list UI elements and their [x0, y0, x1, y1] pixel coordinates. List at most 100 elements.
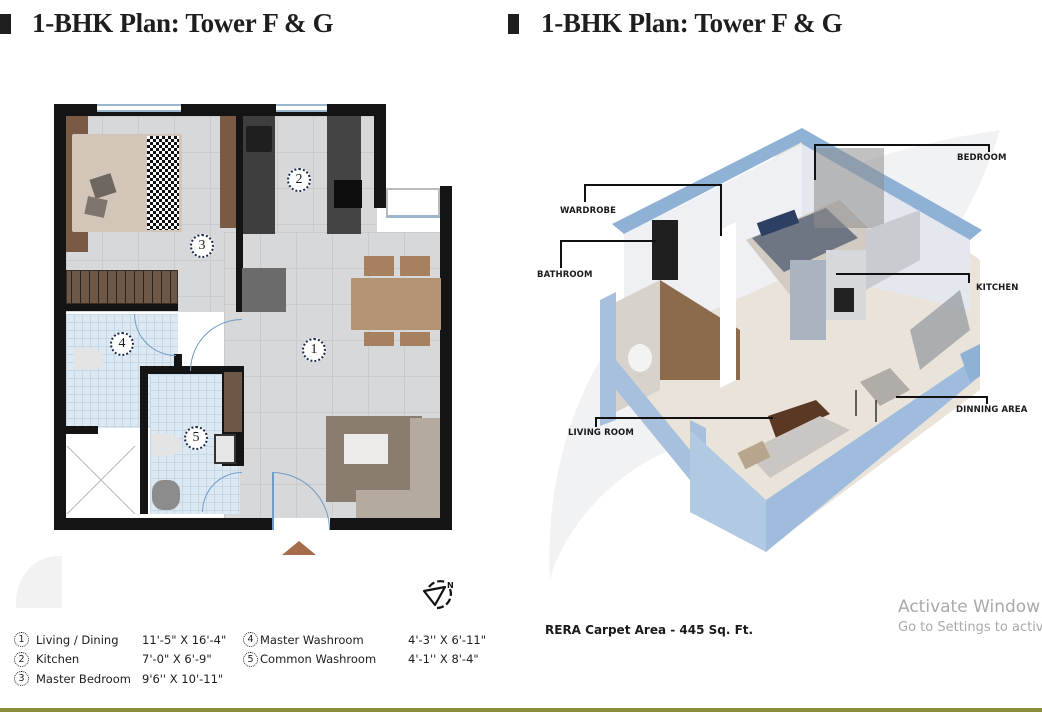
wall [374, 104, 386, 208]
svg-text:N: N [447, 581, 454, 590]
sofa [356, 490, 440, 518]
decorative-leaf [16, 556, 62, 608]
washing-machine [152, 480, 180, 510]
tv-unit [66, 270, 178, 304]
wall [140, 366, 224, 374]
3d-isometric-view: BEDROOM WARDROBE BATHROOM KITCHEN LIVING… [537, 120, 1040, 590]
window [276, 104, 327, 112]
title-marker [0, 13, 11, 34]
legend-number: 5 [243, 651, 258, 667]
watermark-line-2: Go to Settings to activ [898, 620, 1042, 635]
callout-line [595, 417, 597, 427]
legend-room-name: Master Bedroom [36, 671, 131, 686]
window [97, 104, 181, 112]
floor-plan: 1 2 3 4 5 [54, 104, 452, 530]
room-number-3: 3 [190, 234, 214, 258]
callout-kitchen: KITCHEN [976, 283, 1019, 293]
callout-living-room: LIVING ROOM [568, 428, 634, 438]
legend-room-size: 7'-0" X 6'-9" [142, 652, 212, 667]
legend-row: 3 Master Bedroom 9'6'' X 10'-11" [14, 669, 226, 689]
room-legend-left: 1 Living / Dining 11'-5" X 16'-4" 2 Kitc… [14, 630, 226, 689]
north-compass-icon: N [422, 580, 454, 610]
callout-bedroom: BEDROOM [957, 153, 1007, 163]
sink [246, 126, 272, 152]
room-number-4: 4 [110, 332, 134, 356]
wall [66, 304, 178, 311]
room-number-5: 5 [184, 426, 208, 450]
room-number-2: 2 [287, 168, 311, 192]
rera-carpet-area: RERA Carpet Area - 445 Sq. Ft. [545, 623, 754, 637]
callout-line [595, 417, 773, 419]
title-right: 1-BHK Plan: Tower F & G [508, 8, 843, 39]
wall [54, 518, 272, 530]
dining-table [351, 278, 441, 330]
legend-room-name: Common Washroom [260, 652, 377, 667]
legend-room-name: Living / Dining [36, 632, 119, 647]
legend-room-size: 11'-5" X 16'-4" [142, 632, 227, 647]
title-left: 1-BHK Plan: Tower F & G [0, 8, 334, 39]
callout-bathroom: BATHROOM [537, 270, 593, 280]
pillow [84, 196, 108, 218]
dining-chair [400, 256, 430, 276]
hob [334, 180, 362, 208]
callout-line [584, 184, 722, 186]
plan-title: 1-BHK Plan: Tower F & G [32, 8, 334, 38]
legend-room-size: 4'-1'' X 8'-4" [408, 652, 479, 667]
vanity [224, 372, 242, 432]
washbasin [214, 434, 236, 464]
dining-chair [400, 332, 430, 346]
callout-line [584, 184, 586, 202]
legend-room-name: Master Washroom [260, 632, 364, 647]
wall [330, 518, 452, 530]
callout-wardrobe: WARDROBE [560, 206, 617, 216]
wall [66, 426, 98, 434]
legend-row: 2 Kitchen 7'-0" X 6'-9" [14, 650, 226, 670]
balcony-window [386, 188, 440, 218]
callout-dining-area: DINNING AREA [956, 405, 1028, 415]
legend-room-size: 9'6'' X 10'-11" [142, 671, 224, 686]
legend-room-size: 4'-3'' X 6'-11" [408, 632, 487, 647]
3d-render [549, 128, 1000, 580]
toilet [152, 434, 182, 456]
kitchen-counter-right [327, 116, 361, 234]
legend-number: 4 [243, 632, 258, 648]
watermark-line-1: Activate Window [898, 597, 1041, 617]
fridge [242, 268, 286, 312]
shower-area [66, 446, 136, 514]
wall [174, 354, 182, 374]
callout-line [896, 396, 988, 398]
dining-chair [364, 332, 394, 346]
wall [54, 104, 66, 530]
room-legend-right: 4 Master Washroom 4'-3'' X 6'-11" 5 Comm… [243, 630, 486, 669]
legend-number: 3 [14, 671, 29, 687]
callout-line [814, 144, 816, 180]
legend-row: 4 Master Washroom 4'-3'' X 6'-11" [243, 630, 486, 650]
wardrobe [220, 116, 236, 228]
callout-line [814, 144, 990, 146]
callout-line [836, 273, 970, 275]
callout-line [720, 184, 722, 236]
entry-arrow-icon [282, 541, 316, 555]
coffee-table [344, 434, 388, 464]
legend-number: 2 [14, 651, 29, 667]
toilet [74, 348, 104, 370]
callout-line [560, 240, 562, 268]
legend-number: 1 [14, 632, 29, 648]
legend-row: 1 Living / Dining 11'-5" X 16'-4" [14, 630, 226, 650]
callout-line [560, 240, 656, 242]
activate-windows-watermark: Activate Window Go to Settings to activ [898, 597, 1042, 635]
wall [140, 366, 148, 514]
title-marker [508, 13, 519, 34]
legend-row: 5 Common Washroom 4'-1'' X 8'-4" [243, 650, 486, 670]
footer-accent-bar [0, 708, 1042, 712]
wall [236, 116, 243, 312]
door-swing [190, 319, 242, 371]
room-number-1: 1 [302, 338, 326, 362]
legend-room-name: Kitchen [36, 652, 80, 667]
callout-line [986, 396, 988, 404]
dining-chair [364, 256, 394, 276]
3d-view-title: 1-BHK Plan: Tower F & G [541, 8, 843, 38]
wall [440, 186, 452, 530]
callout-line [988, 144, 990, 152]
callout-line [968, 273, 970, 283]
